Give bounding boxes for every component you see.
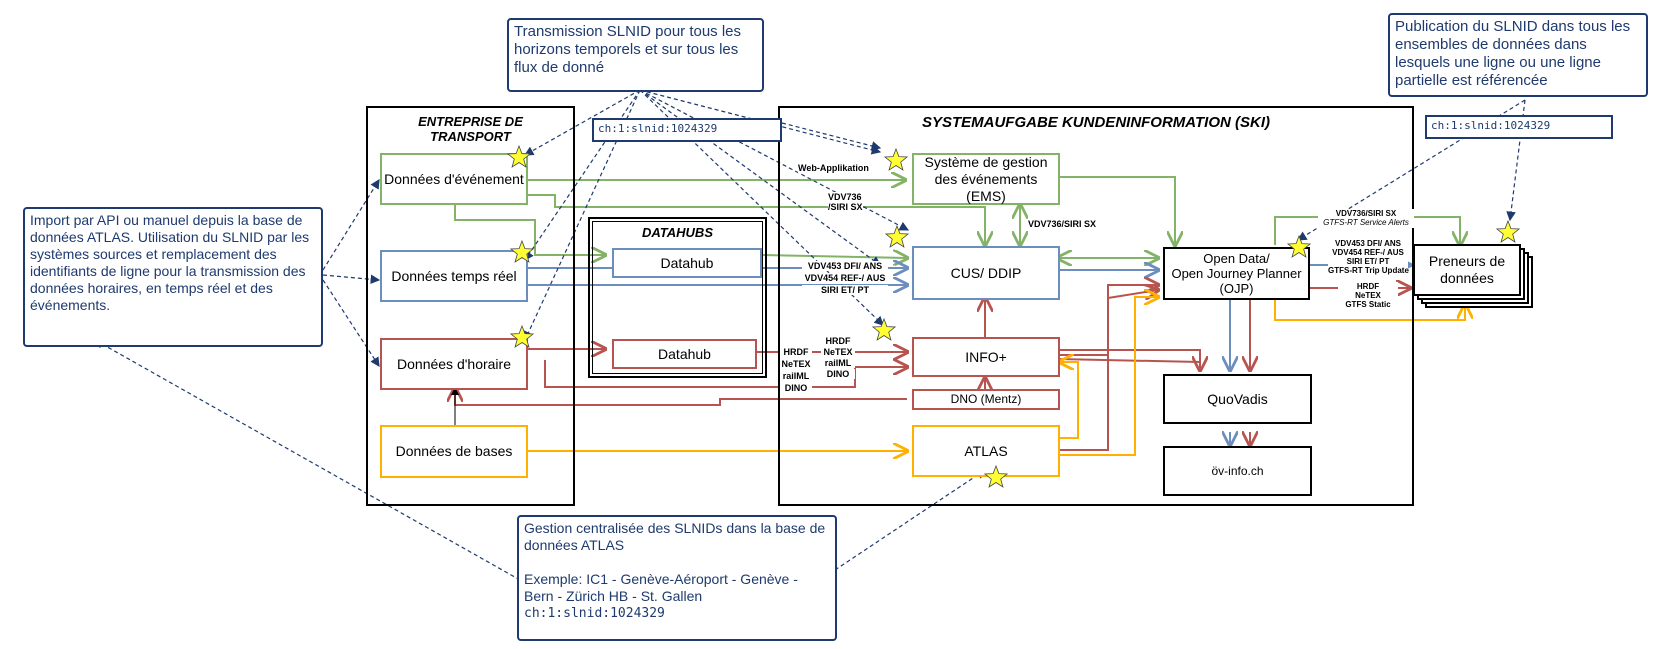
note-transmission-slnid: Transmission SLNID pour tous les horizon…: [507, 18, 764, 92]
star-icon: [984, 465, 1008, 488]
node-atlas: ATLAS: [912, 425, 1060, 477]
node-ojp-line1: Open Data/: [1203, 251, 1270, 266]
node-donnees-horaire: Données d'horaire: [380, 338, 528, 390]
label-hrdf-left-4: DINO: [780, 383, 812, 393]
label-out-red-2: NeTEX: [1338, 291, 1398, 301]
star-icon: [1496, 220, 1520, 243]
node-info-plus: INFO+: [912, 337, 1060, 377]
star-icon: [1287, 235, 1311, 258]
container-datahubs-inner: [592, 221, 763, 374]
label-out-blue-4: GTFS-RT Trip Update: [1328, 266, 1409, 276]
label-vdv453-line1: VDV453 DFI/ ANS: [802, 261, 888, 271]
label-hrdf-right-2: NeTEX: [821, 347, 855, 357]
label-hrdf-left-2: NeTEX: [780, 359, 812, 369]
node-dno: DNO (Mentz): [912, 389, 1060, 410]
label-out-blue-2: VDV454 REF-/ AUS: [1328, 248, 1408, 258]
node-cus-ddip: CUS/ DDIP: [912, 246, 1060, 300]
note-gestion-line1: Gestion centralisée des SLNIDs dans la b…: [524, 520, 826, 553]
node-ojp-line3: (OJP): [1219, 281, 1254, 296]
node-donnees-evenement: Données d'événement: [380, 153, 528, 205]
label-vdv736-siri: VDV736/SIRI SX: [1028, 219, 1097, 229]
star-icon: [884, 148, 908, 171]
note-import-atlas: Import par API ou manuel depuis la base …: [23, 207, 323, 347]
label-out-red-1: HRDF: [1338, 282, 1398, 292]
container-entreprise: ENTREPRISE DE TRANSPORT: [366, 106, 575, 506]
node-donnees-temps-reel: Données temps réel: [380, 250, 528, 302]
note-gestion-line2: Exemple: IC1 - Genève-Aéroport - Genève …: [524, 571, 798, 604]
container-ski-title: SYSTEMAUFGABE KUNDENINFORMATION (SKI): [921, 114, 1271, 131]
star-icon: [510, 325, 534, 348]
node-datahub-blue: Datahub: [612, 248, 762, 278]
label-vdv736-line1: VDV736: [828, 192, 862, 202]
star-icon: [507, 145, 531, 168]
label-vdv453-line2: VDV454 REF-/ AUS: [802, 273, 888, 283]
node-preneurs: Preneurs de données: [1413, 244, 1521, 296]
orange-flows: [528, 297, 1465, 455]
star-icon: [872, 318, 896, 341]
code-slnid-top-center: ch:1:slnid:1024329: [592, 118, 782, 142]
container-entreprise-title: ENTREPRISE DE TRANSPORT: [418, 114, 523, 144]
label-hrdf-left-1: HRDF: [780, 347, 812, 357]
label-web-app: Web-Applikation: [798, 163, 869, 173]
label-vdv736-line2: /SIRI SX: [828, 202, 863, 212]
label-hrdf-right-4: DINO: [821, 369, 855, 379]
container-datahubs-title: DATAHUBS: [641, 225, 713, 240]
note-publication-slnid: Publication du SLNID dans tous les ensem…: [1388, 13, 1648, 97]
node-ems: Système de gestion des événements (EMS): [912, 153, 1060, 205]
label-hrdf-left-3: railML: [780, 371, 812, 381]
container-ski: SYSTEMAUFGABE KUNDENINFORMATION (SKI): [778, 106, 1414, 506]
node-ojp: Open Data/ Open Journey Planner (OJP): [1163, 247, 1310, 300]
label-out-blue-3: SIRI ET/ PT: [1328, 257, 1408, 267]
note-gestion-code: ch:1:slnid:1024329: [524, 606, 665, 621]
label-out-green-2: GTFS-RT Service Alerts: [1318, 218, 1414, 228]
node-preneurs-line1: Preneurs de: [1428, 253, 1506, 269]
label-vdv453-line3: SIRI ET/ PT: [802, 285, 888, 295]
node-donnees-bases: Données de bases: [380, 425, 528, 478]
node-ems-line2: des événements (EMS): [934, 170, 1038, 204]
label-hrdf-right-3: railML: [821, 358, 855, 368]
label-hrdf-right-1: HRDF: [821, 336, 855, 346]
label-out-blue-1: VDV453 DFI/ ANS: [1328, 239, 1408, 249]
node-datahub-red: Datahub: [612, 339, 757, 369]
node-quovadis: QuoVadis: [1163, 374, 1312, 424]
node-ems-line1: Système de gestion: [924, 153, 1048, 170]
star-icon: [885, 225, 909, 248]
label-out-green-1: VDV736/SIRI SX: [1318, 209, 1414, 219]
note-gestion-centralisee: Gestion centralisée des SLNIDs dans la b…: [517, 515, 837, 641]
node-preneurs-line2: données: [1440, 270, 1494, 286]
node-ojp-line2: Open Journey Planner: [1171, 266, 1302, 281]
label-out-red-3: GTFS Static: [1338, 300, 1398, 310]
container-datahubs: DATAHUBS: [588, 217, 767, 378]
green-flows: [454, 177, 1460, 258]
code-slnid-top-right: ch:1:slnid:1024329: [1425, 115, 1613, 139]
star-icon: [510, 240, 534, 263]
node-ov-info: öv-info.ch: [1163, 446, 1312, 496]
